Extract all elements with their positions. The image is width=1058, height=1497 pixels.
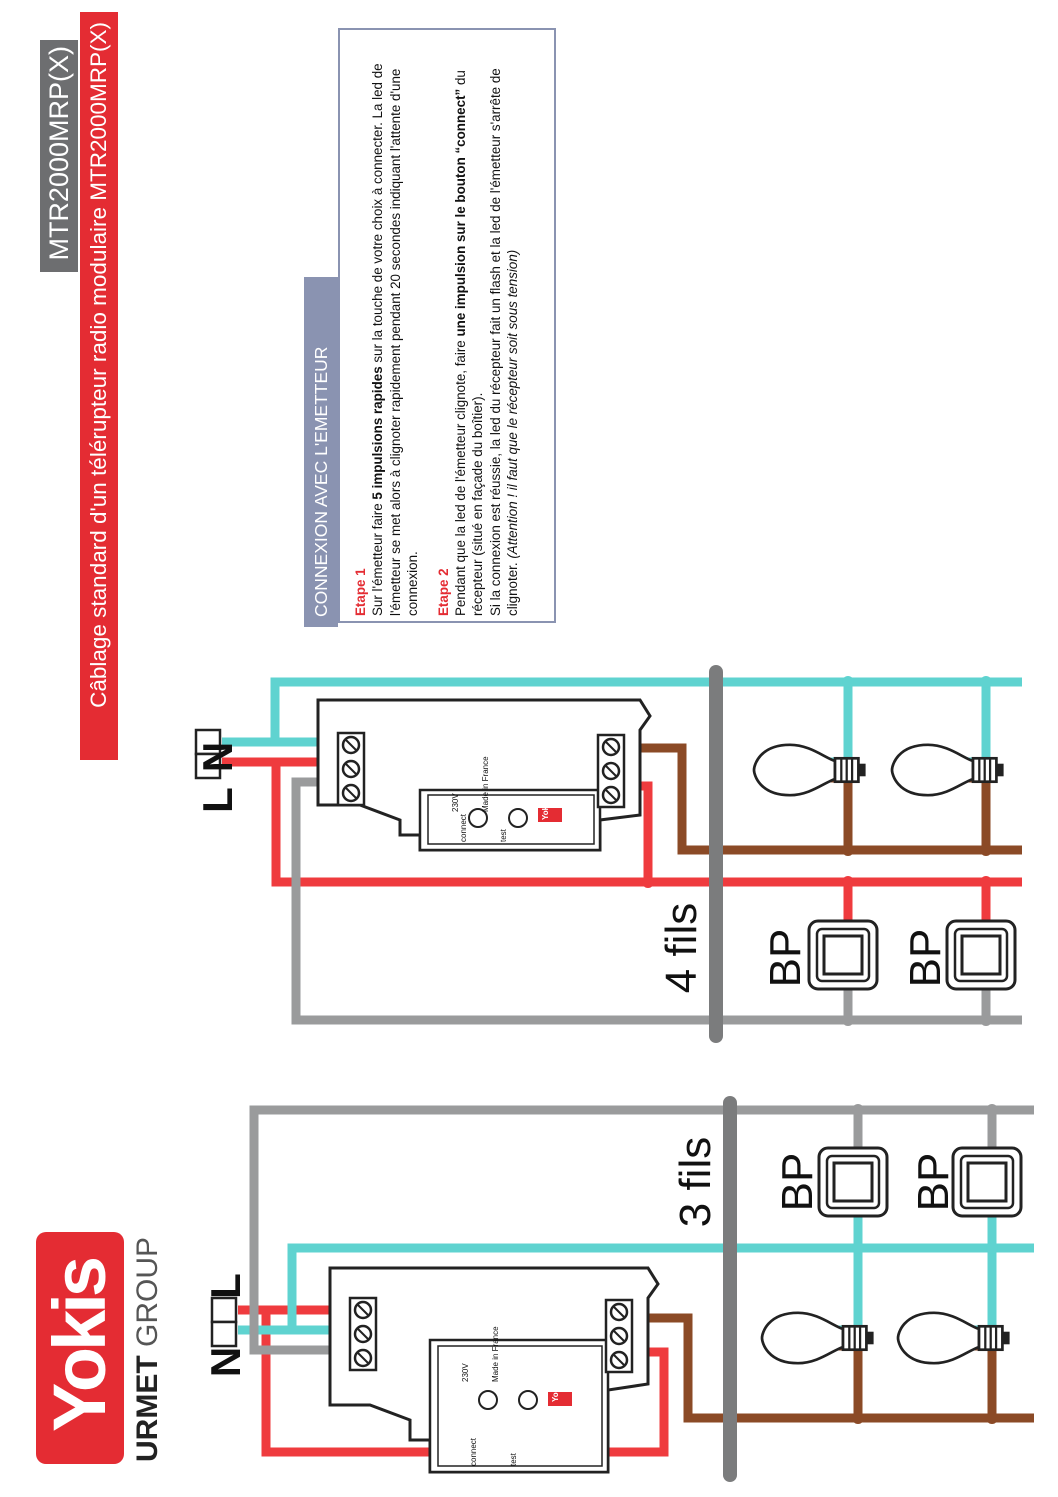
step-2-warning: (Attention ! il faut que le récepteur so… [505, 249, 521, 559]
terminal-box-n [210, 1320, 238, 1348]
pushbutton-2 [951, 1146, 1023, 1218]
brand-group-strong: URMET [131, 1355, 164, 1462]
neutral-wire [287, 1243, 1034, 1330]
brand-group-light: GROUP [131, 1236, 164, 1356]
terminal-box-n [194, 728, 222, 756]
module-voltage-label: 230V [461, 1363, 470, 1382]
label-l: L [194, 787, 241, 813]
page-subtitle: Câblage standard d'un télérupteur radio … [86, 22, 111, 708]
step-1-label: Etape 1 [353, 568, 368, 616]
pushbutton-label: BP [901, 929, 950, 988]
brand-logo-text: Yokis [38, 1260, 121, 1432]
brand-group: URMET GROUP [131, 1232, 164, 1462]
step-2-label: Etape 2 [435, 568, 451, 616]
terminal-box-l [194, 752, 222, 780]
diagram-3-fils [210, 1096, 1034, 1482]
step-2-text: Pendant que la led de l'émetteur clignot… [453, 336, 469, 616]
label-n: N [202, 1347, 249, 1377]
module-test-label: test [499, 828, 508, 842]
module-connect-label: connect [459, 813, 468, 842]
instruction-header: CONNEXION AVEC L'EMETTEUR [304, 277, 338, 627]
page-title-tag: MTR2000MRP(X) [40, 40, 78, 272]
diagram-4-fils [194, 665, 1022, 1043]
module-connect-label: connect [469, 1437, 478, 1466]
brand-logo [36, 1232, 124, 1464]
module-brand-label: Yokis [551, 1381, 560, 1402]
terminal-box-l [210, 1296, 238, 1324]
module-made-in-label: Made in France [491, 1326, 500, 1382]
label-l: L [202, 1273, 249, 1299]
instruction-body: Etape 1 Sur l'émetteur faire 5 impulsion… [352, 36, 535, 616]
cable-bundle [709, 665, 723, 1043]
wire-count-label: 4 fils [657, 903, 706, 993]
module-test-label: test [509, 1452, 518, 1466]
label-n: N [194, 742, 241, 772]
neutral-wire [222, 677, 1022, 747]
pushbutton-label: BP [773, 1153, 822, 1212]
page-subtitle-tag: Câblage standard d'un télérupteur radio … [80, 12, 118, 760]
receiver-module [316, 698, 652, 852]
pushbutton-label: BP [909, 1153, 958, 1212]
receiver-module [328, 1266, 660, 1474]
wire-count-label: 3 fils [671, 1137, 720, 1227]
module-voltage-label: 230V [451, 793, 460, 812]
cable-bundle [723, 1096, 737, 1482]
step-2-emphasis: une impulsion sur le bouton “connect” [453, 88, 469, 337]
instruction-panel [338, 28, 556, 623]
step-1-emphasis: 5 impulsions rapides [370, 366, 386, 500]
pushbutton-2 [945, 919, 1017, 991]
pushbutton-1 [807, 919, 879, 991]
module-brand-label: Yokis [541, 799, 550, 820]
page-title: MTR2000MRP(X) [44, 46, 74, 261]
step-1-text: Sur l'émetteur faire [370, 499, 386, 616]
pushbutton-label: BP [761, 929, 810, 988]
module-made-in-label: Made in France [481, 756, 490, 812]
pushbutton-1 [817, 1146, 889, 1218]
pushbutton-wire [249, 1105, 1034, 1355]
